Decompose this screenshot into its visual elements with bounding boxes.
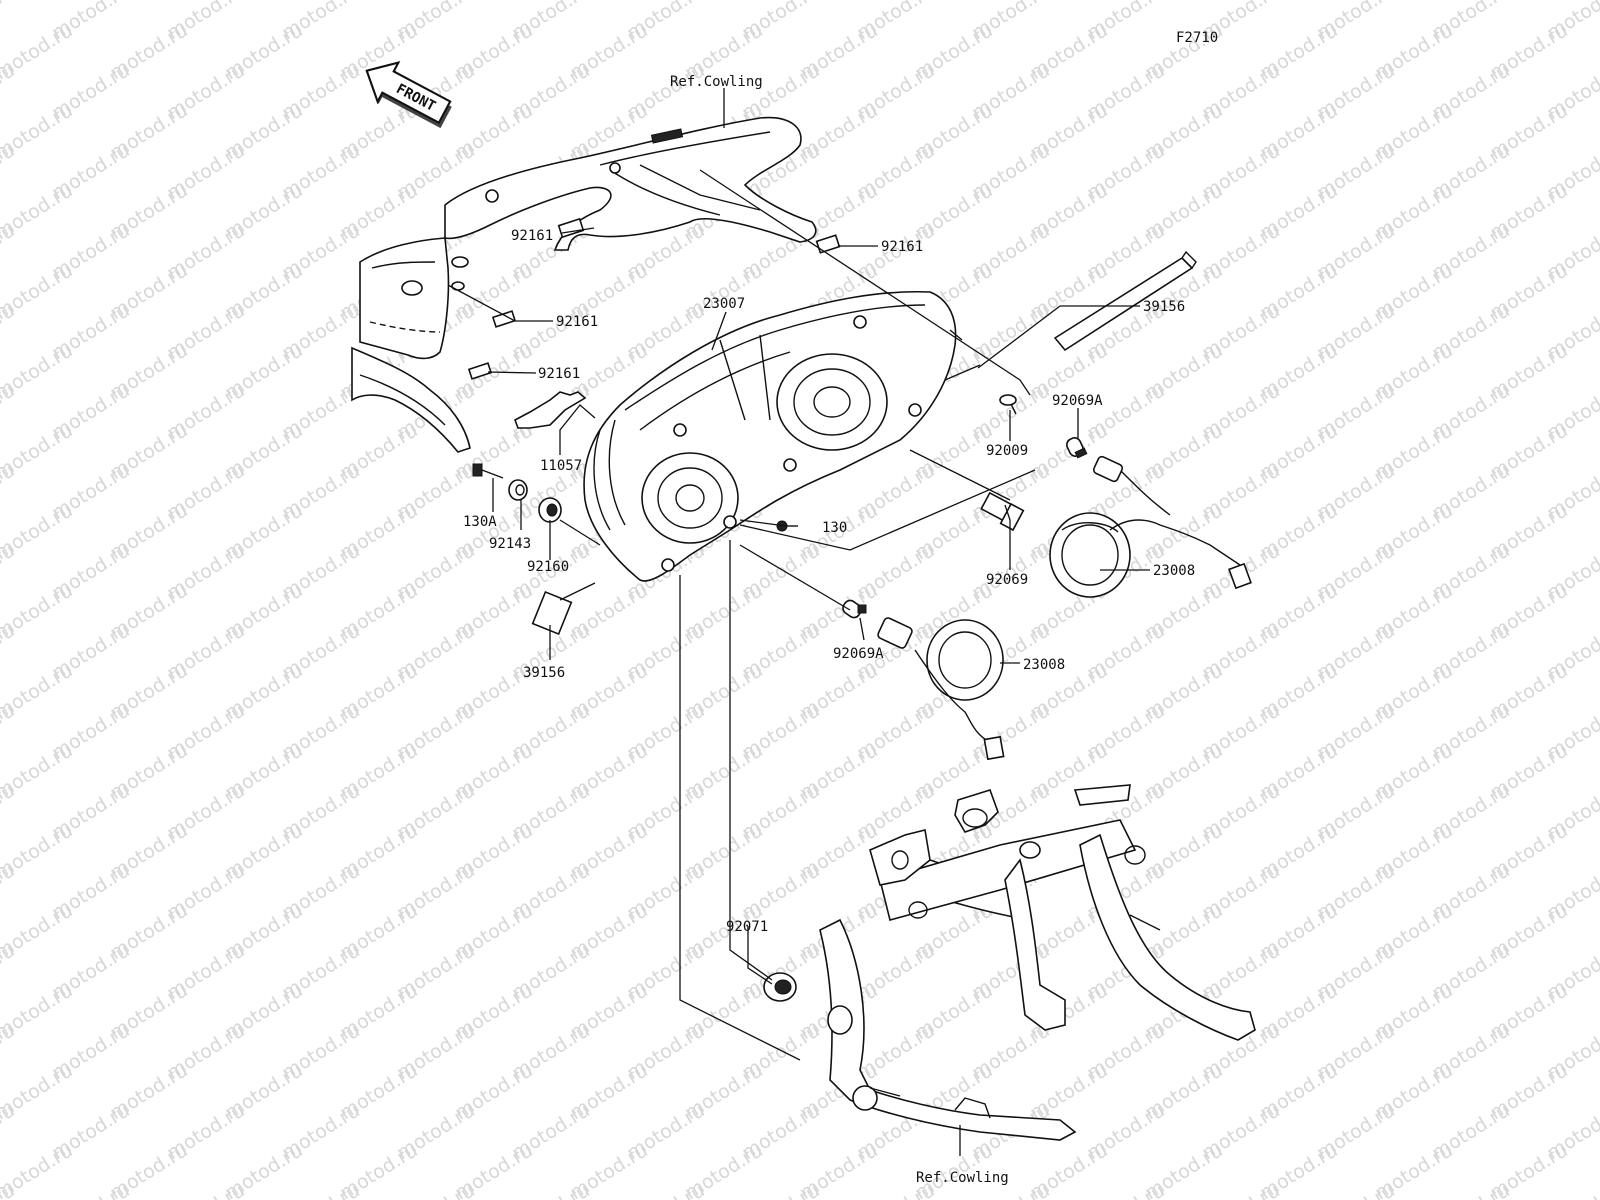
screw-92009: [999, 394, 1017, 415]
label-92160: 92160: [527, 559, 569, 575]
label-92161-d: 92161: [538, 366, 580, 382]
bulb-92069a-upper: [1066, 437, 1088, 459]
watermark-text: motod.ru: [163, 1179, 249, 1200]
label-23008-a: 23008: [1153, 563, 1195, 579]
bolt-130: [776, 520, 798, 532]
label-92071: 92071: [726, 919, 768, 935]
grommet-92160: [538, 497, 562, 523]
watermark-text: motod.ru: [0, 0, 19, 44]
label-92069a-a: 92069A: [1052, 393, 1103, 409]
watermark-text: motod.ru: [1428, 1179, 1514, 1200]
watermark-text: motod.ru: [48, 1179, 134, 1200]
watermark-text: motod.ru: [393, 1179, 479, 1200]
socket-23008-lower: [877, 617, 1005, 761]
label-39156-a: 39156: [1143, 299, 1185, 315]
label-92161-b: 92161: [881, 239, 923, 255]
bracket-11057: [514, 391, 587, 429]
watermark-text: motod.ru: [278, 1179, 364, 1200]
bulb-92069: [980, 491, 1025, 532]
label-23007: 23007: [703, 296, 745, 312]
pad-39156-small: [531, 590, 573, 636]
leader-lines: [447, 88, 1150, 1156]
label-130a: 130A: [463, 514, 497, 530]
label-23008-b: 23008: [1023, 657, 1065, 673]
watermark-text: motod.ru: [508, 1179, 594, 1200]
bolt-130a: [472, 463, 504, 479]
collar-92143: [508, 479, 528, 501]
watermark-text: motod.ru: [1543, 1179, 1600, 1200]
label-ref-cowling-top: Ref.Cowling: [670, 74, 763, 90]
label-92069: 92069: [986, 572, 1028, 588]
bulb-92069a-lower: [842, 599, 867, 619]
cowling-part: [351, 116, 817, 453]
watermark-text: motod.ru: [1313, 1179, 1399, 1200]
label-ref-cowling-bottom: Ref.Cowling: [916, 1170, 1009, 1186]
label-11057: 11057: [540, 458, 582, 474]
headlight-stay-frame: [819, 784, 1256, 1141]
watermark-text: motod.ru: [1083, 1179, 1169, 1200]
label-39156-b: 39156: [523, 665, 565, 681]
watermark-text: motod.ru: [1198, 1179, 1284, 1200]
label-130: 130: [822, 520, 847, 536]
label-92161-c: 92161: [556, 314, 598, 330]
watermark-text: motod.ru: [623, 1179, 709, 1200]
headlight-assembly-23007: [583, 290, 963, 582]
label-92161-a: 92161: [511, 228, 553, 244]
label-92069a-b: 92069A: [833, 646, 884, 662]
label-92143: 92143: [489, 536, 531, 552]
socket-23008-right: [1049, 455, 1252, 598]
watermark-text: motod.ru: [738, 1179, 824, 1200]
figure-code: F2710: [1176, 30, 1218, 46]
label-92009: 92009: [986, 443, 1028, 459]
